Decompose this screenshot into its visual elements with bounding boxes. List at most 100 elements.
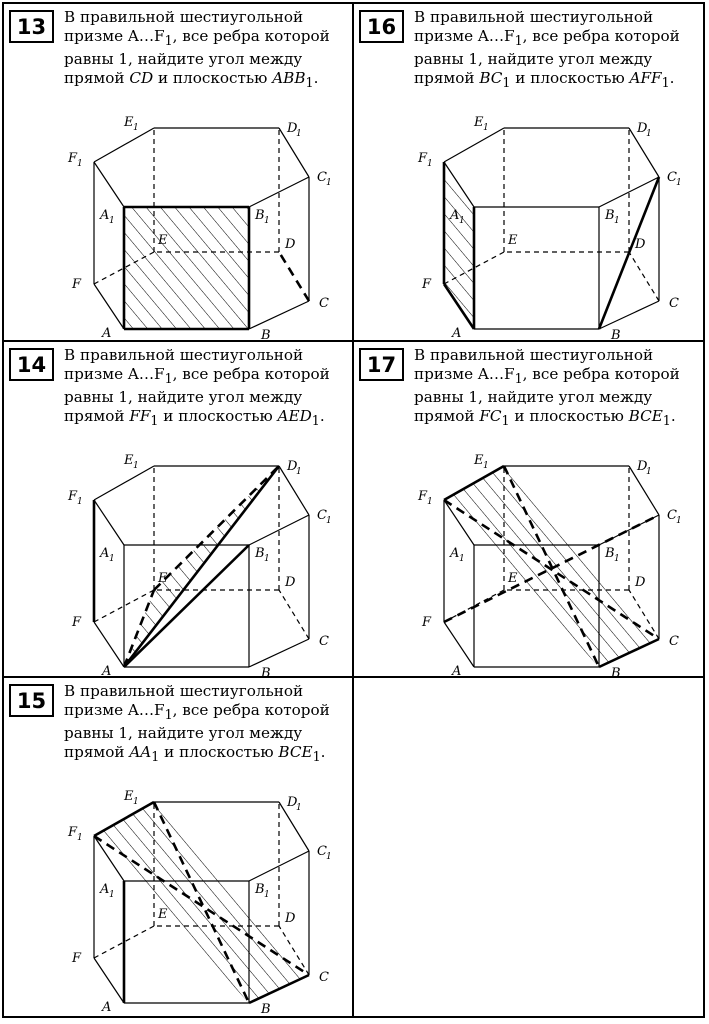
vertex-label-A1: A xyxy=(99,208,109,223)
edge-B1C1 xyxy=(248,850,310,882)
vertex-label-B: B xyxy=(260,666,271,681)
section-plane xyxy=(124,207,249,329)
edge-FA xyxy=(93,957,125,1004)
bold-dash-edge-F1C xyxy=(443,498,660,641)
vertex-label-C1: C xyxy=(317,508,327,523)
edge-FA xyxy=(93,621,125,668)
edge-E1F1 xyxy=(93,465,155,501)
vertex-label-sub: 1 xyxy=(676,516,682,526)
problem-number: 17 xyxy=(359,348,404,381)
vertex-label-A: A xyxy=(451,326,461,341)
column-divider xyxy=(352,2,354,1018)
vertex-label-sub: 1 xyxy=(326,516,332,526)
vertex-label-sub: 1 xyxy=(77,159,83,169)
vertex-label-sub: 1 xyxy=(483,461,489,471)
vertex-label-B1: B xyxy=(604,546,615,561)
vertex-label-sub: 1 xyxy=(264,554,270,564)
vertex-label-F: F xyxy=(71,951,82,966)
vertex-label-E1: E xyxy=(123,789,134,804)
problem-0: 13 В правильной шестиугольной призме A…F1… xyxy=(4,4,354,341)
vertex-label-sub: 1 xyxy=(459,216,465,226)
problem-text: В правильной шестиугольной призме A…F1, … xyxy=(414,346,680,428)
problem-3: 17 В правильной шестиугольной призме A…F1… xyxy=(354,342,704,679)
vertex-label-C1: C xyxy=(667,508,677,523)
vertex-label-D: D xyxy=(634,237,646,252)
vertex-label-sub: 1 xyxy=(676,178,682,188)
bold-dash-edge-E1B xyxy=(152,801,251,1004)
vertex-label-sub: 1 xyxy=(77,833,83,843)
vertex-label-A1: A xyxy=(99,546,109,561)
edge-C1D1 xyxy=(278,127,310,178)
vertex-label-A1: A xyxy=(449,208,459,223)
problem-number: 15 xyxy=(9,684,54,717)
edge-B1C1 xyxy=(248,514,310,546)
vertex-label-sub: 1 xyxy=(326,178,332,188)
edge-C1D1 xyxy=(628,127,660,178)
vertex-label-sub: 1 xyxy=(296,467,302,477)
vertex-label-B: B xyxy=(260,1002,271,1017)
bold-edge-BC xyxy=(598,637,660,669)
vertex-label-D1: D xyxy=(286,795,298,810)
vertex-label-F: F xyxy=(421,615,432,630)
vertex-label-E: E xyxy=(157,907,168,922)
problem-text: В правильной шестиугольной призме A…F1, … xyxy=(64,346,330,428)
vertex-label-C: C xyxy=(319,970,329,985)
vertex-label-sub: 1 xyxy=(264,216,270,226)
vertex-label-E1: E xyxy=(123,115,134,130)
vertex-label-sub: 1 xyxy=(296,803,302,813)
edge-BC xyxy=(598,300,660,330)
edge-BC xyxy=(248,300,310,330)
vertex-label-sub: 1 xyxy=(427,497,433,507)
vertex-label-E: E xyxy=(507,233,518,248)
bold-edge-F1E1 xyxy=(93,800,155,838)
vertex-label-D: D xyxy=(634,575,646,590)
vertex-label-sub: 1 xyxy=(614,216,620,226)
edge-E1F1 xyxy=(93,127,155,163)
vertex-label-C1: C xyxy=(317,170,327,185)
vertex-label-B1: B xyxy=(254,208,265,223)
vertex-label-sub: 1 xyxy=(133,123,139,133)
vertex-label-F1: F xyxy=(417,489,428,504)
problem-number: 13 xyxy=(9,10,54,43)
edge-B1C1 xyxy=(598,176,660,208)
vertex-label-A1: A xyxy=(449,546,459,561)
row-divider-1 xyxy=(2,340,705,342)
vertex-label-C: C xyxy=(319,634,329,649)
vertex-label-F1: F xyxy=(67,489,78,504)
vertex-label-F1: F xyxy=(67,151,78,166)
vertex-label-B1: B xyxy=(254,882,265,897)
edge-F1A1 xyxy=(443,499,475,546)
edge-EF xyxy=(93,925,155,959)
vertex-label-C: C xyxy=(319,296,329,311)
problem-number: 16 xyxy=(359,10,404,43)
row-divider-2 xyxy=(2,676,705,678)
vertex-label-B: B xyxy=(610,328,621,343)
vertex-label-A1: A xyxy=(99,882,109,897)
vertex-label-F1: F xyxy=(417,151,428,166)
bold-edge-AD1 xyxy=(122,465,281,668)
vertex-label-sub: 1 xyxy=(264,890,270,900)
bold-dash-edge-AE xyxy=(122,589,156,668)
bold-edge-AB1 xyxy=(123,544,250,668)
vertex-label-sub: 1 xyxy=(483,123,489,133)
vertex-label-sub: 1 xyxy=(326,852,332,862)
edge-C1D1 xyxy=(628,465,660,516)
vertex-label-B1: B xyxy=(254,546,265,561)
edge-F1A1 xyxy=(93,835,125,882)
problem-text: В правильной шестиугольной призме A…F1, … xyxy=(64,8,330,90)
vertex-label-sub: 1 xyxy=(133,461,139,471)
vertex-label-B1: B xyxy=(604,208,615,223)
vertex-label-F: F xyxy=(421,277,432,292)
vertex-label-D1: D xyxy=(286,121,298,136)
bold-dash-edge-E1B xyxy=(502,465,601,668)
section-plane xyxy=(444,162,474,329)
vertex-label-sub: 1 xyxy=(459,554,465,564)
vertex-label-B: B xyxy=(260,328,271,343)
